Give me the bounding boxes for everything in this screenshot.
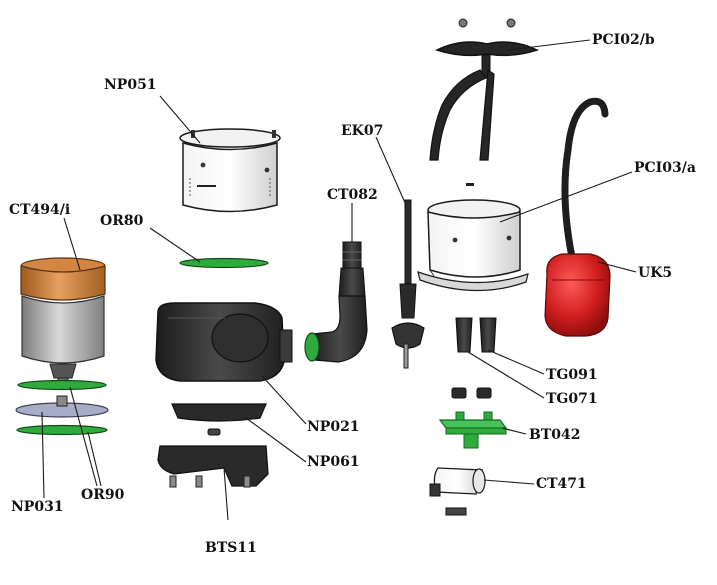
part-label-np031: NP031 bbox=[11, 499, 64, 515]
seal-plate-part bbox=[15, 395, 109, 418]
o-ring-or80-part bbox=[179, 257, 269, 269]
o-ring-or90-upper-part bbox=[17, 379, 107, 391]
handle-part bbox=[429, 18, 540, 186]
part-label-or90: OR90 bbox=[81, 487, 125, 503]
part-label-tg091: TG091 bbox=[546, 367, 598, 383]
power-cable-part bbox=[391, 199, 425, 369]
leader-lines bbox=[41, 39, 637, 521]
part-label-uk5: UK5 bbox=[638, 265, 673, 281]
pump-body-part bbox=[155, 302, 293, 382]
part-label-np021: NP021 bbox=[307, 419, 360, 435]
part-label-ct494i: CT494/i bbox=[9, 202, 71, 218]
part-label-np051: NP051 bbox=[104, 77, 157, 93]
float-switch-part bbox=[544, 97, 611, 337]
motor-housing-part bbox=[179, 128, 281, 213]
part-label-pci02b: PCI02/b bbox=[592, 32, 655, 48]
outlet-elbow-part bbox=[304, 241, 368, 363]
impeller-part bbox=[171, 403, 267, 436]
part-label-ek07: EK07 bbox=[341, 123, 384, 139]
part-label-pci03a: PCI03/a bbox=[634, 160, 696, 176]
terminal-block-part bbox=[438, 411, 508, 449]
part-label-np061: NP061 bbox=[307, 454, 360, 470]
upper-cover-part bbox=[417, 199, 529, 292]
part-label-or80: OR80 bbox=[100, 213, 144, 229]
part-label-bts11: BTS11 bbox=[205, 540, 257, 556]
capacitor-part bbox=[429, 467, 486, 516]
part-label-tg071: TG071 bbox=[546, 391, 598, 407]
part-label-bt042: BT042 bbox=[529, 427, 581, 443]
part-label-ct471: CT471 bbox=[536, 476, 587, 492]
cable-glands-part bbox=[451, 317, 497, 399]
base-part bbox=[157, 445, 269, 488]
part-label-ct082: CT082 bbox=[327, 187, 378, 203]
o-ring-or90-lower-part bbox=[16, 424, 108, 436]
motor-part bbox=[20, 257, 106, 387]
